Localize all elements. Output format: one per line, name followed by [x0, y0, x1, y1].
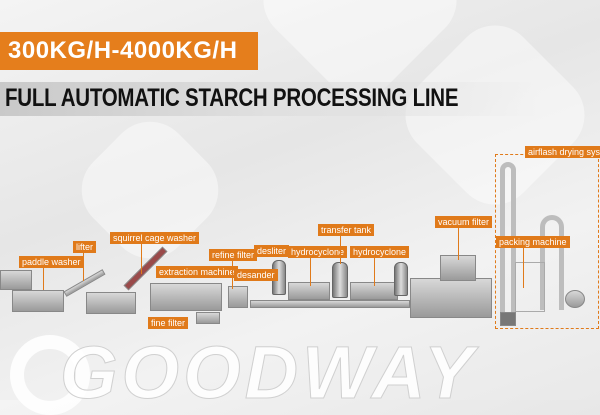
packing-machine-unit — [515, 262, 545, 312]
watermark: GOODWAY — [59, 331, 478, 415]
fine-filter-unit — [196, 312, 220, 324]
transfer-tank-unit — [332, 262, 348, 298]
label-airflash-drying-system: airflash drying system — [525, 146, 600, 158]
label-squirrel-cage-washer: squirrel cage washer — [110, 232, 200, 244]
capacity-banner: 300KG/H-4000KG/H — [0, 32, 258, 70]
hydrocyclone-unit-1 — [288, 282, 330, 300]
squirrel-cage-washer-machine — [86, 292, 136, 314]
extraction-machine-unit — [150, 283, 222, 311]
fan-unit — [565, 290, 585, 308]
label-desliter: desliter — [254, 245, 290, 257]
page-title: FULL AUTOMATIC STARCH PROCESSING LINE — [5, 84, 459, 112]
control-box — [500, 312, 516, 326]
refine-filter-unit — [228, 286, 248, 308]
label-vacuum-filter: vacuum filter — [435, 216, 493, 228]
vacuum-filter-base — [410, 278, 492, 318]
label-refine-filter: refine filter — [209, 249, 258, 261]
label-hydrocyclone-2: hydrocyclone — [350, 246, 410, 258]
title-band — [0, 82, 600, 116]
label-hydrocyclone-1: hydrocyclone — [288, 246, 348, 258]
paddle-washer-machine — [12, 290, 64, 312]
storage-tank — [394, 262, 408, 296]
label-packing-machine: packing machine — [496, 236, 570, 248]
label-paddle-washer: paddle washer — [19, 256, 84, 268]
label-extraction-machine: extraction machine — [156, 266, 238, 278]
feeder — [0, 270, 32, 290]
base-frame — [250, 300, 410, 308]
label-fine-filter: fine filter — [148, 317, 189, 329]
label-lifter: lifter — [73, 241, 97, 253]
label-transfer-tank: transfer tank — [318, 224, 375, 236]
label-desander: desander — [234, 269, 278, 281]
